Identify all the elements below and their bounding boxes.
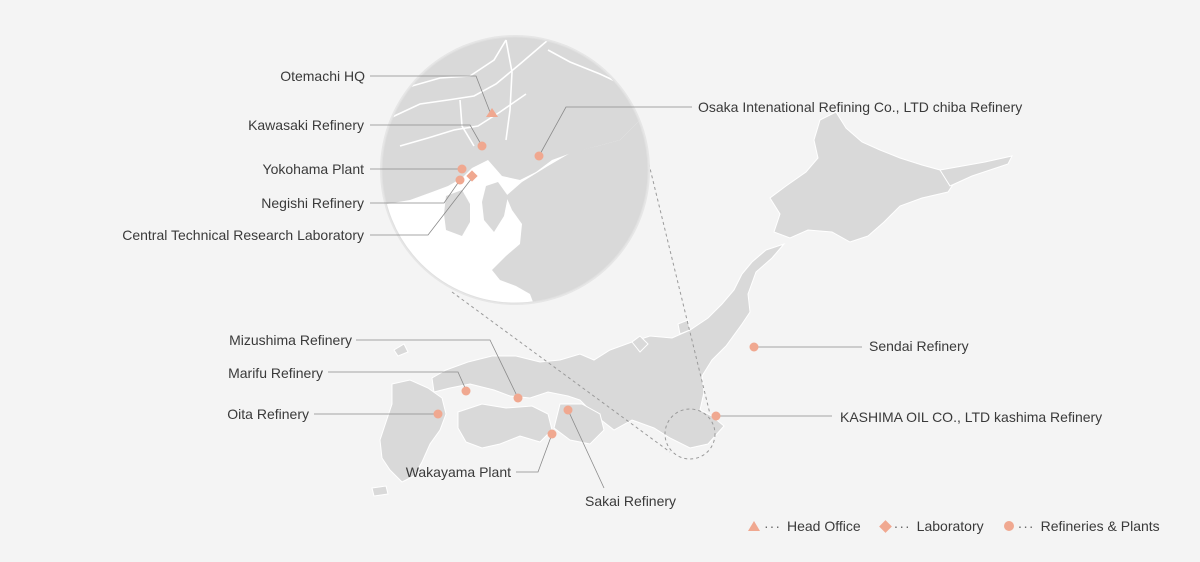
shiretoko-peninsula (939, 155, 1013, 187)
wakayama-label: Wakayama Plant (405, 464, 511, 480)
sakai-marker (563, 405, 573, 415)
diamond-icon (878, 519, 892, 533)
legend-dots: ··· (1017, 518, 1035, 534)
yokohama-label: Yokohama Plant (262, 161, 364, 177)
goto-island (393, 343, 409, 357)
kyushu-landmass (379, 379, 447, 483)
mizushima-label: Mizushima Refinery (229, 332, 352, 348)
mizushima-marker (513, 393, 523, 403)
yokohama-marker (457, 164, 467, 174)
inset-map (382, 37, 648, 303)
kashima-marker (711, 411, 721, 421)
zoom-area-indicator (664, 408, 716, 460)
sado-island (677, 319, 691, 335)
triangle-icon (748, 521, 760, 531)
circle-icon (1003, 521, 1014, 531)
facility-markers (433, 108, 759, 439)
sendai-marker (749, 342, 759, 352)
legend-laboratory-label: Laboratory (916, 518, 984, 534)
oita-label: Oita Refinery (227, 406, 309, 422)
map-legend: ··· Head Office ··· Laboratory ··· Refin… (748, 517, 1160, 535)
legend-refineries: ··· Refineries & Plants (1003, 518, 1160, 534)
zoom-connector-right (645, 151, 711, 415)
negishi-label: Negishi Refinery (261, 195, 364, 211)
marifu-marker (461, 386, 471, 396)
kashima-label: KASHIMA OIL CO., LTD kashima Refinery (840, 409, 1103, 425)
noto-peninsula (631, 335, 649, 353)
chiba-marker (534, 151, 544, 161)
legend-head-office-label: Head Office (787, 518, 861, 534)
legend-dots: ··· (764, 518, 781, 534)
sakai-label: Sakai Refinery (585, 493, 677, 509)
negishi-marker (455, 175, 465, 185)
marifu-label: Marifu Refinery (228, 365, 323, 381)
wakayama-marker (547, 429, 557, 439)
osaka-chiba-label: Osaka Intenational Refining Co., LTD chi… (698, 99, 1023, 115)
central-lab-label: Central Technical Research Laboratory (122, 227, 364, 243)
hokkaido-landmass (769, 111, 957, 243)
otemachi-label: Otemachi HQ (280, 68, 365, 84)
legend-laboratory: ··· Laboratory (878, 518, 984, 534)
southern-island (371, 485, 389, 497)
head-office-marker (486, 108, 498, 117)
shikoku-landmass (457, 403, 553, 449)
legend-dots: ··· (893, 518, 911, 534)
kawasaki-marker (477, 141, 487, 151)
legend-refineries-label: Refineries & Plants (1040, 518, 1160, 534)
kawasaki-label: Kawasaki Refinery (248, 117, 364, 133)
sendai-label: Sendai Refinery (869, 338, 969, 354)
oita-marker (433, 409, 443, 419)
leader-lines (314, 75, 862, 489)
legend-head-office: ··· Head Office (748, 518, 861, 534)
laboratory-marker (466, 170, 478, 182)
